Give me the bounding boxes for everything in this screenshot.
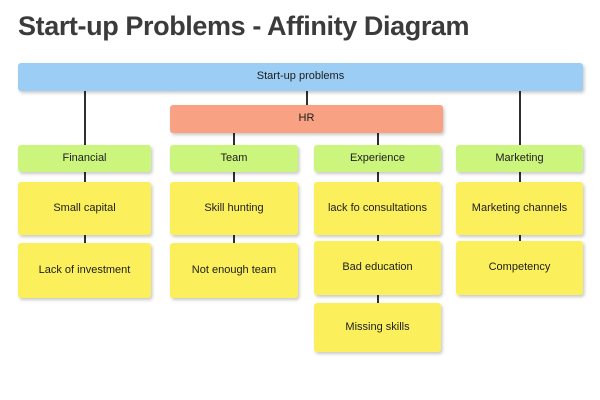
connector-root-to-hr <box>306 91 308 105</box>
connector-marketing-to-marketing-channels <box>519 172 521 182</box>
item-node-small-capital[interactable]: Small capital <box>18 182 151 235</box>
connector-root-to-marketing <box>519 91 521 145</box>
category-node-marketing[interactable]: Marketing <box>456 145 583 172</box>
connector-experience-to-lack-fo-consultations <box>377 172 379 182</box>
connector-small-capital-to-lack-of-investment <box>84 235 86 243</box>
item-node-bad-education[interactable]: Bad education <box>314 241 441 295</box>
connector-hr-to-team <box>233 133 235 145</box>
connector-hr-to-experience <box>377 133 379 145</box>
item-node-missing-skills[interactable]: Missing skills <box>314 303 441 352</box>
connector-skill-hunting-to-not-enough-team <box>233 235 235 243</box>
root-node-start-up-problems[interactable]: Start-up problems <box>18 63 583 91</box>
item-node-skill-hunting[interactable]: Skill hunting <box>170 182 298 235</box>
connector-root-to-financial <box>84 91 86 145</box>
connector-bad-education-to-missing-skills <box>377 295 379 303</box>
connector-financial-to-small-capital <box>84 172 86 182</box>
category-node-financial[interactable]: Financial <box>18 145 151 172</box>
item-node-lack-fo-consultations[interactable]: lack fo consultations <box>314 182 441 235</box>
item-node-marketing-channels[interactable]: Marketing channels <box>456 182 583 235</box>
category-node-team[interactable]: Team <box>170 145 298 172</box>
item-node-not-enough-team[interactable]: Not enough team <box>170 243 298 298</box>
group-node-hr[interactable]: HR <box>170 105 443 133</box>
page-title: Start-up Problems - Affinity Diagram <box>18 11 470 41</box>
connector-marketing-channels-to-competency <box>519 235 521 241</box>
item-node-lack-of-investment[interactable]: Lack of investment <box>18 243 151 298</box>
connector-team-to-skill-hunting <box>233 172 235 182</box>
category-node-experience[interactable]: Experience <box>314 145 441 172</box>
connector-lack-fo-consultations-to-bad-education <box>377 235 379 241</box>
item-node-competency[interactable]: Competency <box>456 241 583 295</box>
